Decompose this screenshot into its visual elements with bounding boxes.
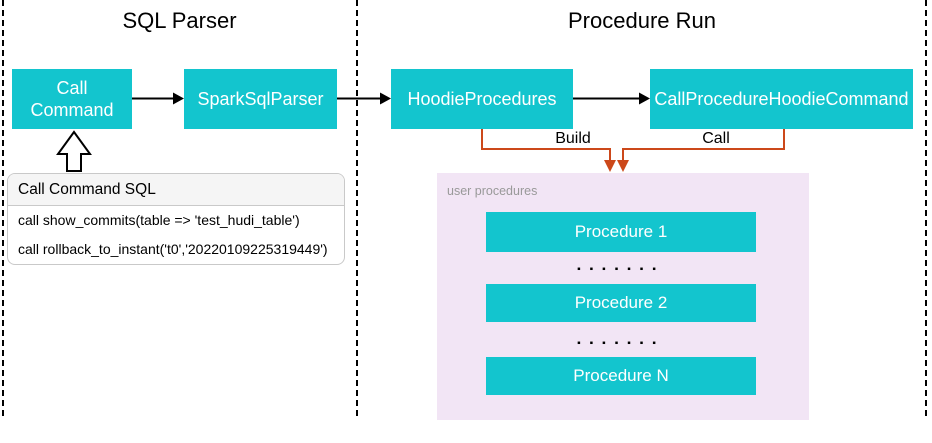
hollow-up-arrow	[56, 130, 92, 172]
ellipsis-row-2: ▪▪▪▪▪▪▪	[577, 338, 665, 349]
user-procedures-panel: user procedures Procedure 1 ▪▪▪▪▪▪▪ Proc…	[437, 173, 809, 420]
arrow-sparksqlparser-to-hoodieprocedures	[337, 92, 391, 105]
node-sparksqlparser-label: SparkSqlParser	[197, 88, 324, 109]
sql-example-panel: Call Command SQL call show_commits(table…	[7, 173, 345, 265]
node-call-command: Call Command	[12, 69, 132, 129]
dashed-divider-middle	[356, 0, 358, 416]
node-callprocedurehoodiecommand: CallProcedureHoodieCommand	[650, 69, 913, 129]
build-label: Build	[555, 130, 591, 147]
arrow-hoodieprocedures-to-callprocedurehoodiecommand	[573, 92, 650, 105]
procedure-box-2: Procedure 2	[486, 284, 756, 322]
call-label: Call	[702, 130, 730, 147]
node-hoodieprocedures: HoodieProcedures	[391, 69, 573, 129]
dashed-divider-right	[925, 0, 927, 416]
section-title-sql-parser: SQL Parser	[122, 8, 237, 33]
node-sparksqlparser: SparkSqlParser	[184, 69, 337, 129]
node-hoodieprocedures-label: HoodieProcedures	[407, 88, 557, 109]
sql-row-show-commits: call show_commits(table => 'test_hudi_ta…	[18, 212, 300, 228]
section-title-procedure-run: Procedure Run	[568, 8, 716, 33]
procedure-box-n-label: Procedure N	[573, 366, 669, 385]
node-call-command-label: Call Command	[30, 77, 114, 121]
sql-panel-header: Call Command SQL	[8, 174, 344, 206]
arrow-callcommand-to-sparksqlparser	[132, 92, 184, 105]
procedure-box-n: Procedure N	[486, 357, 756, 395]
dashed-divider-left	[2, 0, 4, 416]
ellipsis-row-1: ▪▪▪▪▪▪▪	[577, 264, 665, 275]
procedure-box-1: Procedure 1	[486, 212, 756, 252]
node-callprocedurehoodiecommand-label: CallProcedureHoodieCommand	[654, 88, 909, 109]
procedure-box-1-label: Procedure 1	[574, 222, 668, 241]
procedure-box-2-label: Procedure 2	[574, 293, 668, 312]
sql-row-rollback: call rollback_to_instant('t0','202201092…	[18, 241, 328, 257]
user-procedures-label: user procedures	[447, 184, 538, 198]
